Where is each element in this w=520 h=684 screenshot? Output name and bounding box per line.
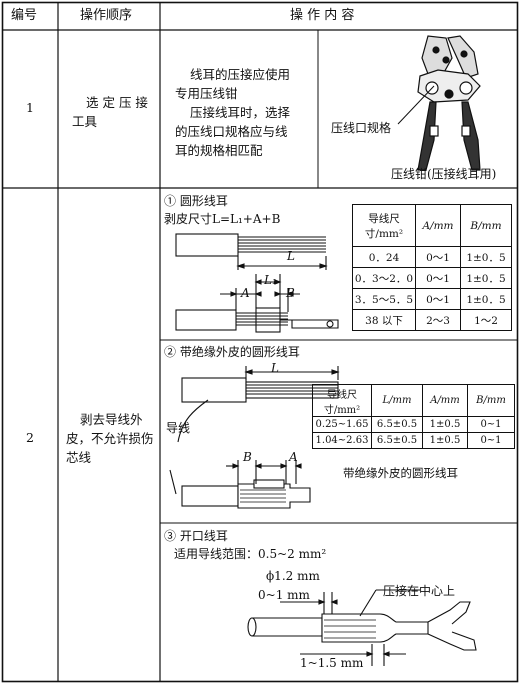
row1-order-line2: 工具 — [72, 114, 98, 129]
row1-content-line3: 压接线耳时，选择 — [190, 105, 291, 120]
s1-cell: 2～3 — [415, 309, 461, 331]
row2-number: 2 — [26, 430, 34, 445]
header-content: 操 作 内 容 — [290, 8, 355, 23]
row2-order-line3: 芯线 — [66, 450, 92, 465]
row1-content-line1: 线耳的压接应使用 — [190, 67, 291, 82]
s1-cell: 3．5～5．5 — [352, 288, 416, 310]
row1-number: 1 — [26, 100, 34, 115]
s1-th-a: A/mm — [415, 204, 461, 247]
s2-dim-B: B — [243, 450, 252, 464]
s2-dim-A: A — [289, 450, 298, 464]
s3-phi: ϕ1.2 mm — [266, 569, 320, 583]
s2-cell: 0~1 — [467, 432, 515, 449]
s3-dim2: 1~1.5 mm — [300, 656, 364, 670]
s1-cell: 1±0．5 — [460, 288, 512, 310]
s1-cell: 1±0．5 — [460, 246, 512, 268]
s3-title: ③ 开口线耳 — [164, 529, 228, 543]
s2-cell: 1±0.5 — [422, 416, 468, 433]
s1-cell: 0．24 — [352, 246, 416, 268]
s2-cell: 6.5±0.5 — [371, 432, 423, 449]
s1-cell: 1～2 — [460, 309, 512, 331]
label-crimp-mouth: 压线口规格 — [331, 121, 392, 135]
s2-dim-L: L — [271, 361, 279, 375]
s1-cell: 0．3～2．0 — [352, 267, 416, 289]
s1-th-size: 导线尺寸/mm² — [352, 204, 416, 247]
s2-cell: 1.04~2.63 — [312, 432, 372, 449]
header-num: 编号 — [11, 8, 38, 23]
s3-open-lug-diagram — [247, 589, 477, 666]
s1-cell: 0～1 — [415, 246, 461, 268]
s1-dim-B: B — [286, 286, 295, 300]
s3-dim1: 0~1 mm — [258, 588, 310, 602]
s2-title: ② 带绝缘外皮的圆形线耳 — [164, 345, 300, 359]
s2-cell: 0~1 — [467, 416, 515, 433]
row1-content-line4: 的压线口规格应与线 — [175, 124, 288, 139]
s1-formula: 剥皮尺寸L=L₁+A+B — [164, 212, 281, 226]
s1-title: ① 圆形线耳 — [164, 194, 228, 208]
crimping-pliers-illustration — [397, 35, 481, 171]
s3-range: 适用导线范围：0.5~2 mm² — [174, 547, 327, 561]
s2-label-lug: 带绝缘外皮的圆形线耳 — [343, 466, 458, 480]
s1-cell: 0～1 — [415, 267, 461, 289]
s2-th-size: 导线尺寸/mm² — [312, 384, 372, 417]
s1-th-b: B/mm — [460, 204, 512, 247]
s1-cell: 0～1 — [415, 288, 461, 310]
row2-order-line2: 皮，不允许损伤 — [66, 431, 154, 446]
s1-dim-L1: L₁ — [264, 273, 277, 287]
s2-th-a: A/mm — [422, 384, 468, 417]
s2-cell: 6.5±0.5 — [371, 416, 423, 433]
s1-dim-L: L — [287, 249, 295, 263]
row1-order-line1: 选 定 压 接 — [86, 95, 148, 110]
s1-dim-A: A — [241, 286, 250, 300]
s1-round-lug-diagram — [175, 233, 339, 333]
row2-order-line1: 剥去导线外 — [80, 412, 143, 427]
s2-th-l: L/mm — [371, 384, 423, 417]
row1-content-line5: 耳的规格相匹配 — [175, 143, 263, 158]
s2-cell: 0.25~1.65 — [312, 416, 372, 433]
s2-label-wire: 导线 — [166, 421, 191, 435]
row1-content-line2: 专用压线钳 — [175, 86, 238, 101]
s1-cell: 1±0．5 — [460, 267, 512, 289]
label-crimping-tool: 压线钳(压接线耳用) — [391, 167, 497, 181]
s3-label-center: 压接在中心上 — [383, 584, 456, 598]
s2-cell: 1±0.5 — [422, 432, 468, 449]
s1-cell: 38 以下 — [352, 309, 416, 331]
header-order: 操作顺序 — [80, 8, 133, 23]
s2-th-b: B/mm — [467, 384, 515, 417]
